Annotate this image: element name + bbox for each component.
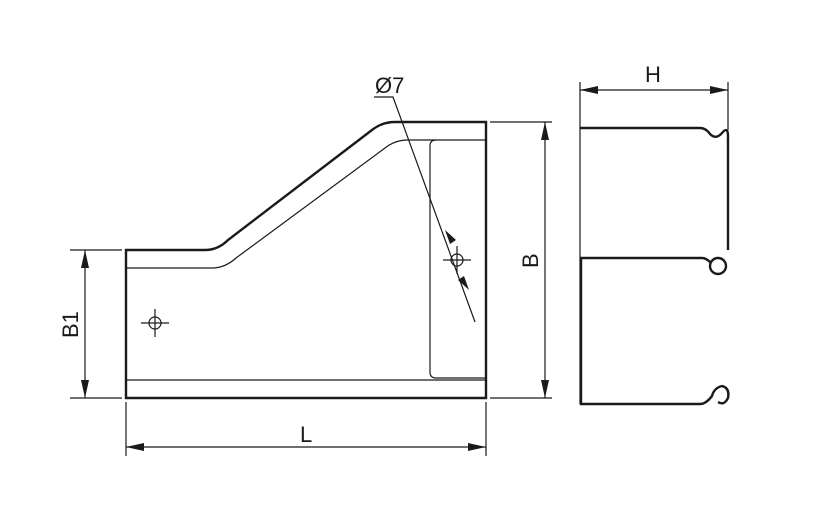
dimension-h-label: H	[645, 62, 661, 87]
dimension-b-label: B	[518, 253, 543, 268]
hole-diameter-label: Ø7	[375, 73, 404, 98]
dimension-l-label: L	[300, 422, 312, 447]
hole-crosshair-right	[443, 246, 471, 274]
dimension-b1	[70, 249, 122, 399]
dimension-b1-label: B1	[58, 311, 83, 338]
side-profile-view	[124, 120, 488, 400]
dimension-h	[580, 86, 728, 94]
end-profile-view	[579, 82, 730, 406]
dimension-b	[490, 121, 552, 399]
hole-diameter-leader	[374, 96, 476, 323]
dimension-l	[125, 402, 487, 456]
hole-crosshair-left	[141, 309, 169, 337]
